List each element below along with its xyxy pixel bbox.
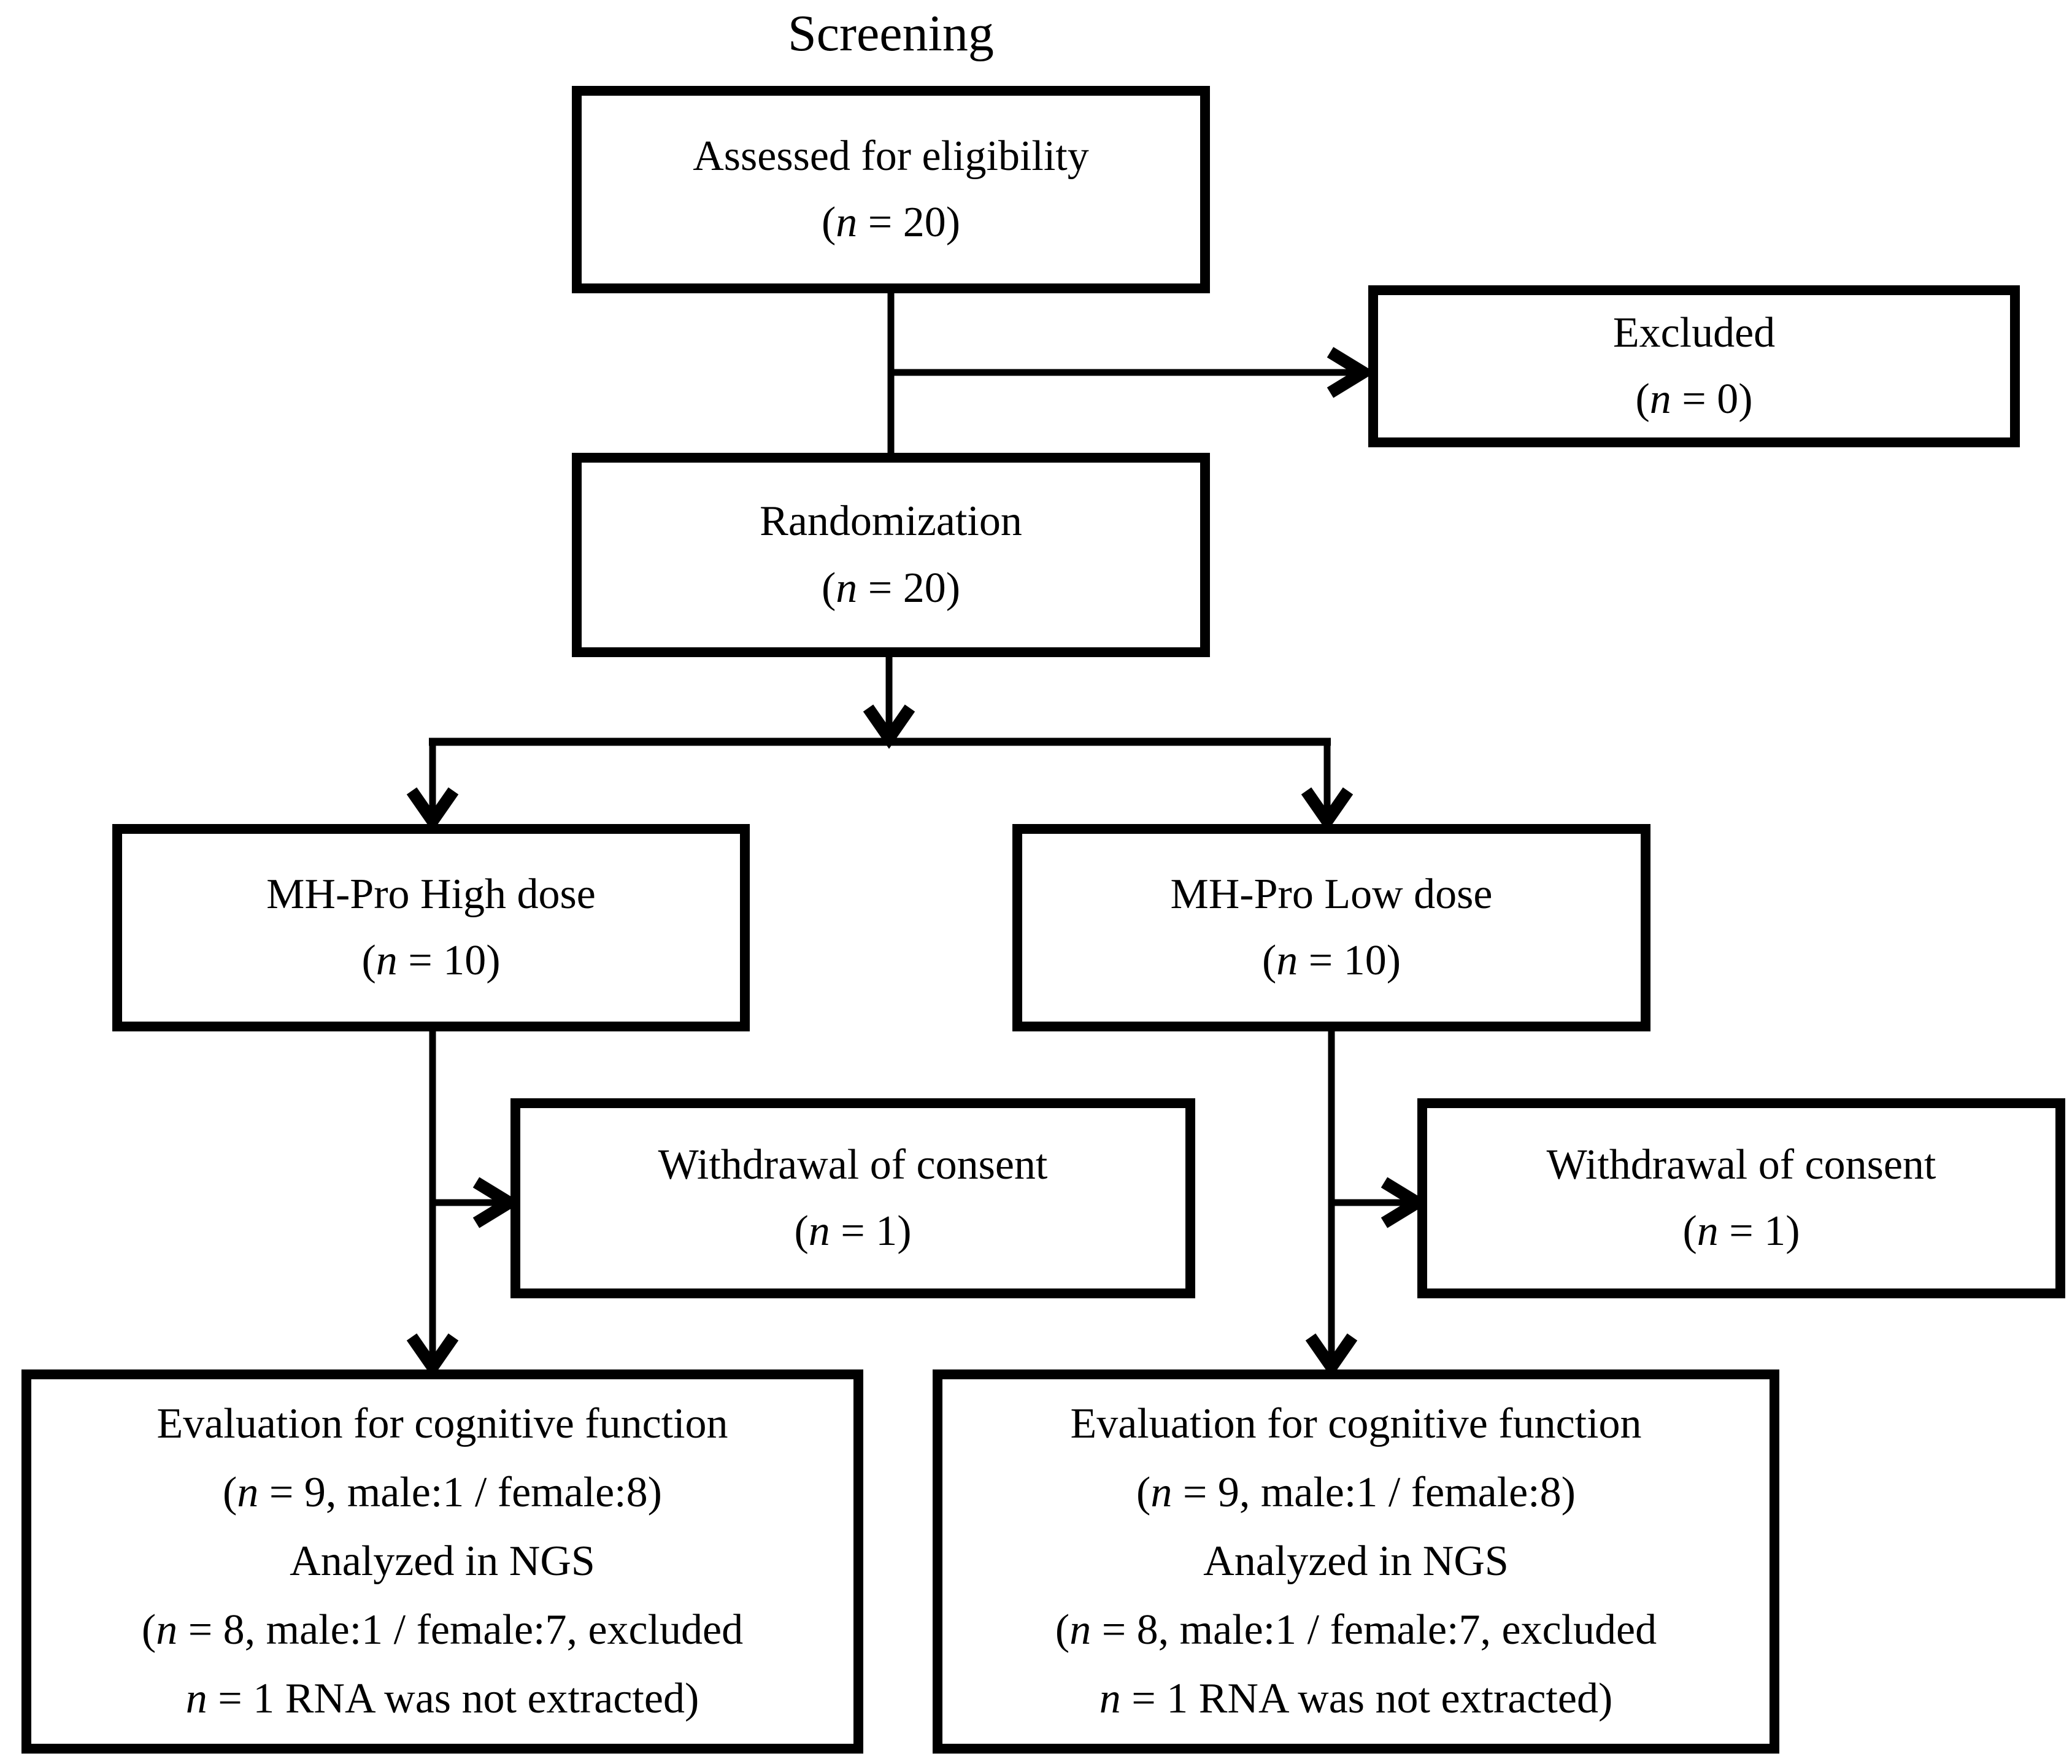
excluded-box: Excluded (n = 0): [1368, 285, 2020, 447]
mh-pro-high-dose-box: MH-Pro High dose (n = 10): [112, 824, 750, 1031]
box-text-line: MH-Pro High dose: [266, 870, 596, 918]
arrowhead-withdrawal-left-right: [472, 1177, 522, 1228]
box-text-line: (n = 9, male:1 / female:8): [1136, 1469, 1576, 1516]
box-text-line: (n = 9, male:1 / female:8): [223, 1469, 662, 1516]
box-text-line: MH-Pro Low dose: [1170, 870, 1493, 918]
withdrawal-of-consent-right-box: Withdrawal of consent (n = 1): [1417, 1098, 2065, 1298]
box-text-line: Assessed for eligibility: [693, 132, 1089, 180]
box-text-line: Analyzed in NGS: [290, 1538, 595, 1585]
box-text-line: Evaluation for cognitive function: [156, 1400, 728, 1447]
screening-stage-label: Screening: [788, 5, 994, 62]
box-text-line: Evaluation for cognitive function: [1070, 1400, 1642, 1447]
mh-pro-low-dose-box: MH-Pro Low dose (n = 10): [1012, 824, 1650, 1031]
randomization-box: Randomization (n = 20): [572, 453, 1210, 657]
arrowhead-high-dose-down: [406, 787, 459, 832]
arrowhead-evaluation-right-down: [1305, 1333, 1358, 1378]
box-text-line: n = 1 RNA was not extracted): [185, 1675, 699, 1722]
arrowhead-low-dose-down: [1301, 787, 1354, 832]
box-text-line: Randomization: [760, 498, 1022, 545]
box-text-line: Analyzed in NGS: [1203, 1538, 1509, 1585]
evaluation-ngs-left-box: Evaluation for cognitive function (n = 9,…: [21, 1369, 863, 1754]
box-text-line: (n = 1): [1682, 1207, 1800, 1255]
box-text-line: (n = 8, male:1 / female:7, excluded: [1055, 1606, 1657, 1654]
box-text-line: (n = 20): [821, 199, 961, 246]
arrowhead-evaluation-left-down: [406, 1333, 459, 1378]
box-text-line: Excluded: [1612, 309, 1776, 356]
assessed-for-eligibility-box: Assessed for eligibility (n = 20): [572, 86, 1210, 293]
withdrawal-of-consent-left-box: Withdrawal of consent (n = 1): [510, 1098, 1195, 1298]
arrowhead-excluded-right: [1327, 347, 1376, 398]
box-text-line: (n = 0): [1635, 376, 1753, 423]
box-text-line: (n = 10): [1261, 937, 1401, 984]
box-text-line: (n = 8, male:1 / female:7, excluded: [141, 1606, 744, 1654]
box-text-line: Withdrawal of consent: [1546, 1141, 1936, 1188]
box-text-line: (n = 20): [821, 564, 961, 612]
box-text-line: (n = 10): [361, 937, 501, 984]
evaluation-ngs-right-box: Evaluation for cognitive function (n = 9,…: [933, 1369, 1779, 1754]
box-text-line: (n = 1): [794, 1207, 912, 1255]
box-text-line: n = 1 RNA was not extracted): [1099, 1675, 1613, 1722]
box-text-line: Withdrawal of consent: [658, 1141, 1048, 1188]
